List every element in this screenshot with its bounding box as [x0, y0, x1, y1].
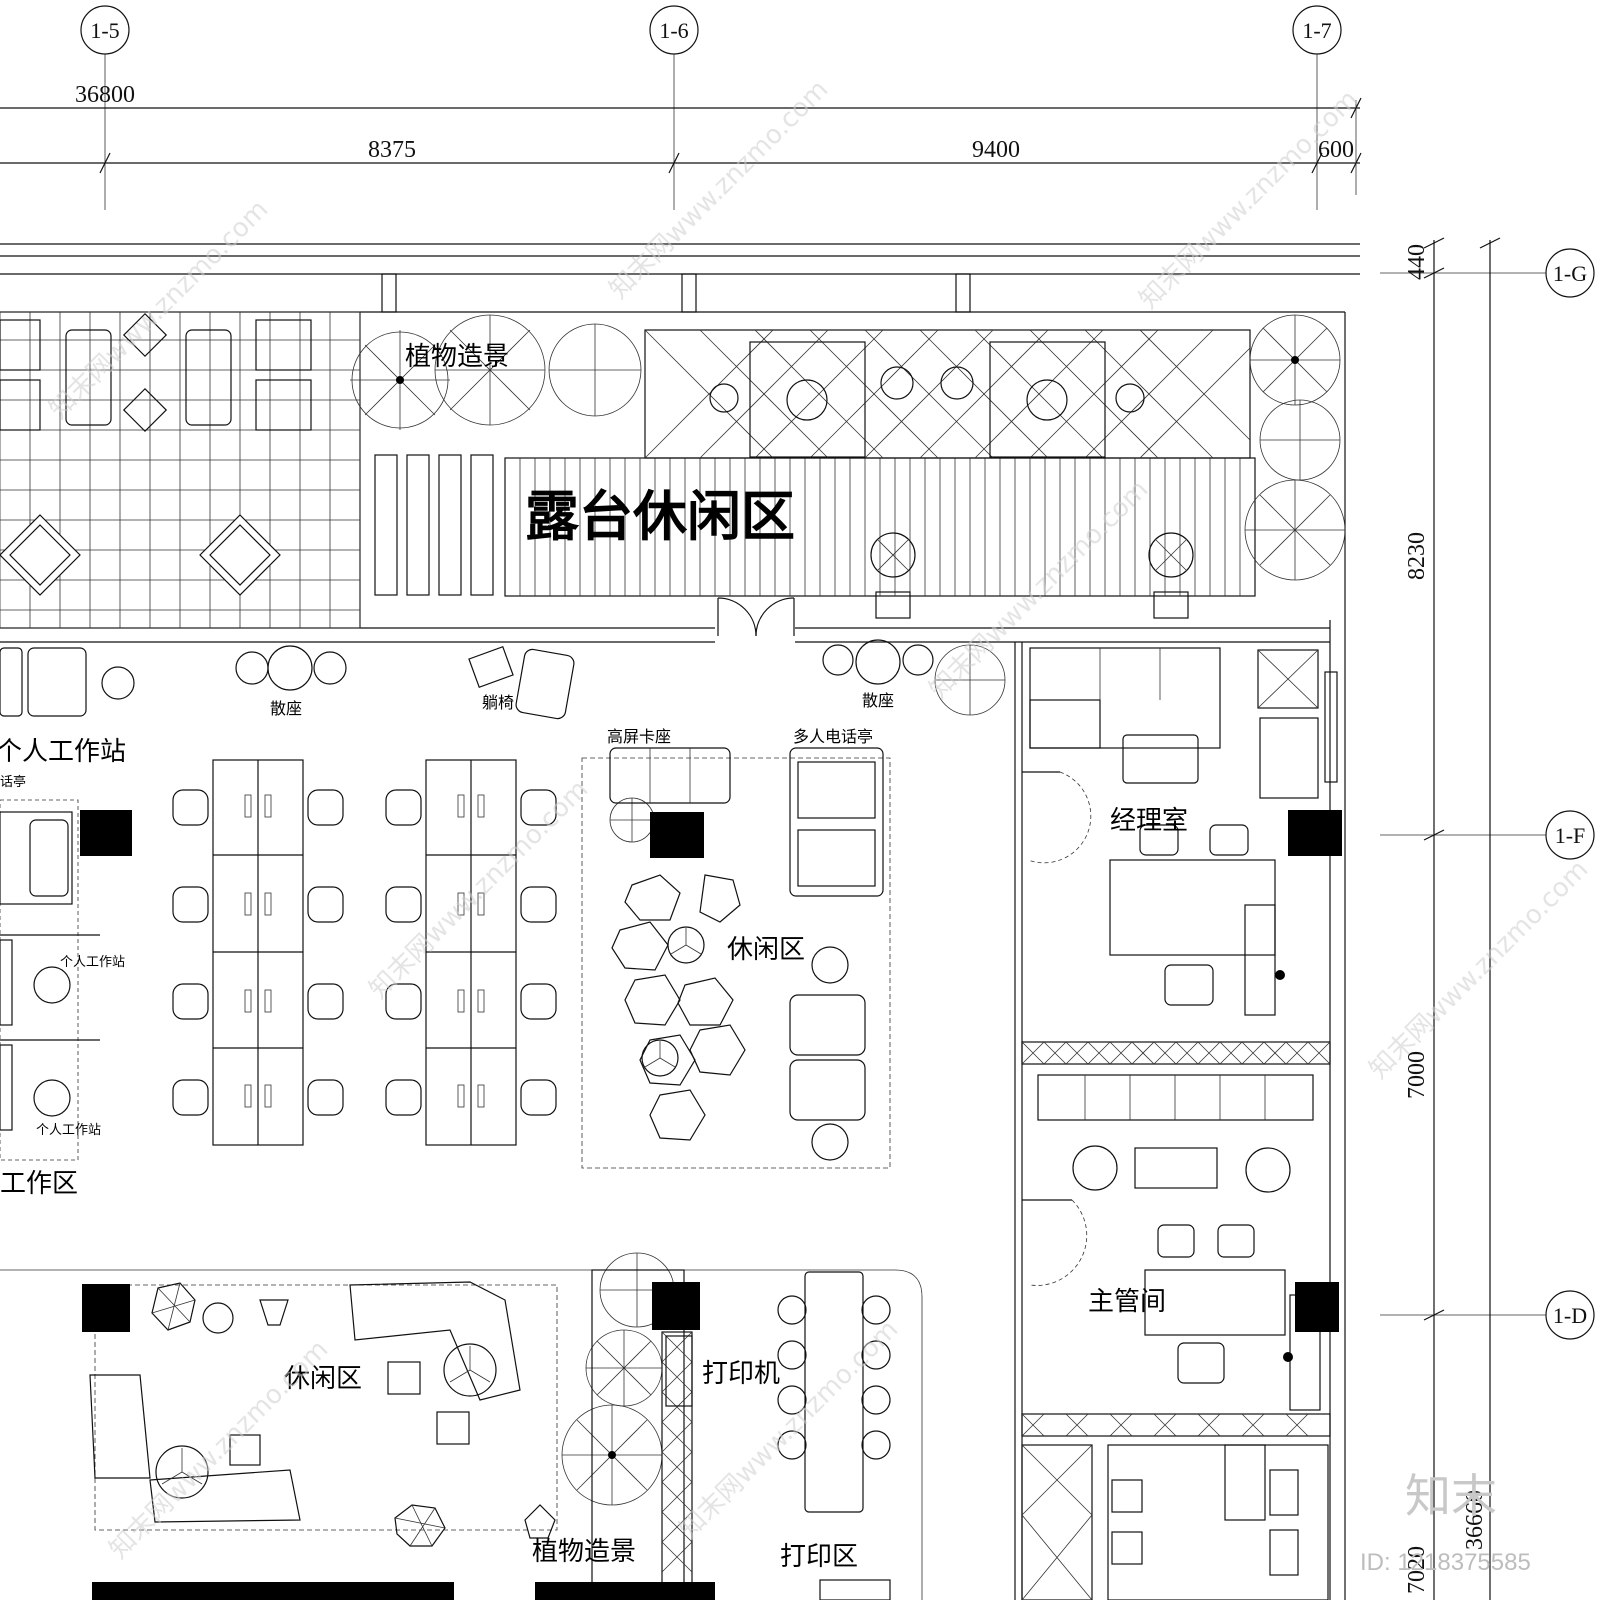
label-manager: 经理室	[1110, 806, 1188, 836]
watermark-text: 知末网www.znzmo.com	[604, 74, 835, 305]
label-workstation: 个人工作站	[0, 737, 126, 767]
print-area	[777, 1271, 891, 1600]
label-seating-right: 散座	[862, 691, 894, 710]
axis-markers-right: 1-G 1-F 1-D	[1380, 248, 1595, 1340]
bottom-wall	[92, 1582, 715, 1600]
service-rooms	[1021, 1444, 1329, 1600]
top-dimensions: 36800 8375 9400 600	[0, 82, 1362, 195]
watermark-id: ID: 1218375585	[1360, 1549, 1531, 1576]
label-print-area: 打印区	[780, 1542, 858, 1572]
label-ws-small-1: 个人工作站	[60, 955, 125, 970]
plant-icon	[1259, 399, 1341, 481]
label-plant-top: 植物造景	[405, 342, 509, 372]
label-phone-booth: 多人电话亭	[793, 727, 873, 746]
supervisor-room	[1021, 1145, 1339, 1437]
axis-markers-top: 1-5 1-6 1-7	[80, 5, 1342, 210]
plant-icon	[548, 323, 642, 417]
plant-icon	[434, 314, 546, 426]
outer-walls	[0, 243, 1360, 1600]
dim-total: 36800	[75, 82, 135, 108]
plant-icon	[585, 1329, 663, 1407]
plant-icon	[1244, 479, 1346, 581]
label-printer: 打印机	[702, 1359, 780, 1389]
left-booths	[0, 799, 132, 1161]
plant-icon	[609, 797, 655, 843]
workstation-desks	[172, 759, 557, 1146]
axis-label-1-F: 1-F	[1555, 823, 1586, 848]
axis-label-1-7: 1-7	[1302, 18, 1331, 43]
label-ws-small-2: 个人工作站	[36, 1123, 101, 1138]
plant-icons	[350, 314, 1346, 1506]
label-plant-bottom: 植物造景	[532, 1537, 636, 1567]
label-terrace: 露台休闲区	[525, 485, 795, 548]
open-seating	[0, 639, 934, 720]
dim-36660: 36660	[1462, 1490, 1488, 1550]
watermark-text: 知末网www.znzmo.com	[1364, 854, 1595, 1085]
dim-7000: 7000	[1404, 1051, 1430, 1099]
watermark-logo: 知末	[1405, 1469, 1497, 1523]
axis-label-1-G: 1-G	[1553, 261, 1587, 286]
label-supervisor: 主管间	[1088, 1287, 1166, 1317]
partition-band	[1021, 1041, 1331, 1121]
label-phone-booth-left: 话亭	[0, 774, 26, 790]
dim-8230: 8230	[1404, 532, 1430, 580]
label-high-booth: 高屏卡座	[607, 727, 671, 746]
watermark-text: 知末网www.znzmo.com	[364, 774, 595, 1005]
watermark-text: 知末网www.znzmo.com	[674, 1314, 905, 1545]
dim-7020: 7020	[1404, 1546, 1430, 1594]
axis-label-1-5: 1-5	[90, 18, 119, 43]
dim-9400: 9400	[972, 137, 1020, 163]
terrace-area	[0, 311, 1256, 629]
axis-label-1-6: 1-6	[659, 18, 688, 43]
label-lounge-main: 休闲区	[727, 935, 805, 965]
plant-icon	[934, 644, 1006, 716]
axis-label-1-D: 1-D	[1553, 1303, 1587, 1328]
dim-600: 600	[1318, 137, 1354, 163]
label-lounger: 躺椅	[482, 693, 514, 712]
manager-room	[1022, 647, 1342, 1016]
entrance-doors	[717, 597, 795, 637]
watermark-text: 知末网www.znzmo.com	[1134, 84, 1365, 315]
watermarks: 知末网www.znzmo.com 知末网www.znzmo.com 知末网www…	[44, 74, 1595, 1576]
lounge-middle	[581, 747, 891, 1169]
dim-8375: 8375	[368, 137, 416, 163]
dim-440: 440	[1404, 244, 1430, 280]
printer-column	[591, 1269, 700, 1600]
lounge-lower	[0, 1269, 923, 1600]
label-lounge-lower: 休闲区	[284, 1364, 362, 1394]
right-dimensions: 440 8230 7000 7020 36660	[1404, 237, 1501, 1600]
label-seating-left: 散座	[270, 699, 302, 718]
room-labels: 露台休闲区 植物造景 休闲区 休闲区 经理室 主管间 打印机 打印区 植物造景 …	[0, 342, 1188, 1572]
label-work-area: 工作区	[0, 1169, 78, 1199]
